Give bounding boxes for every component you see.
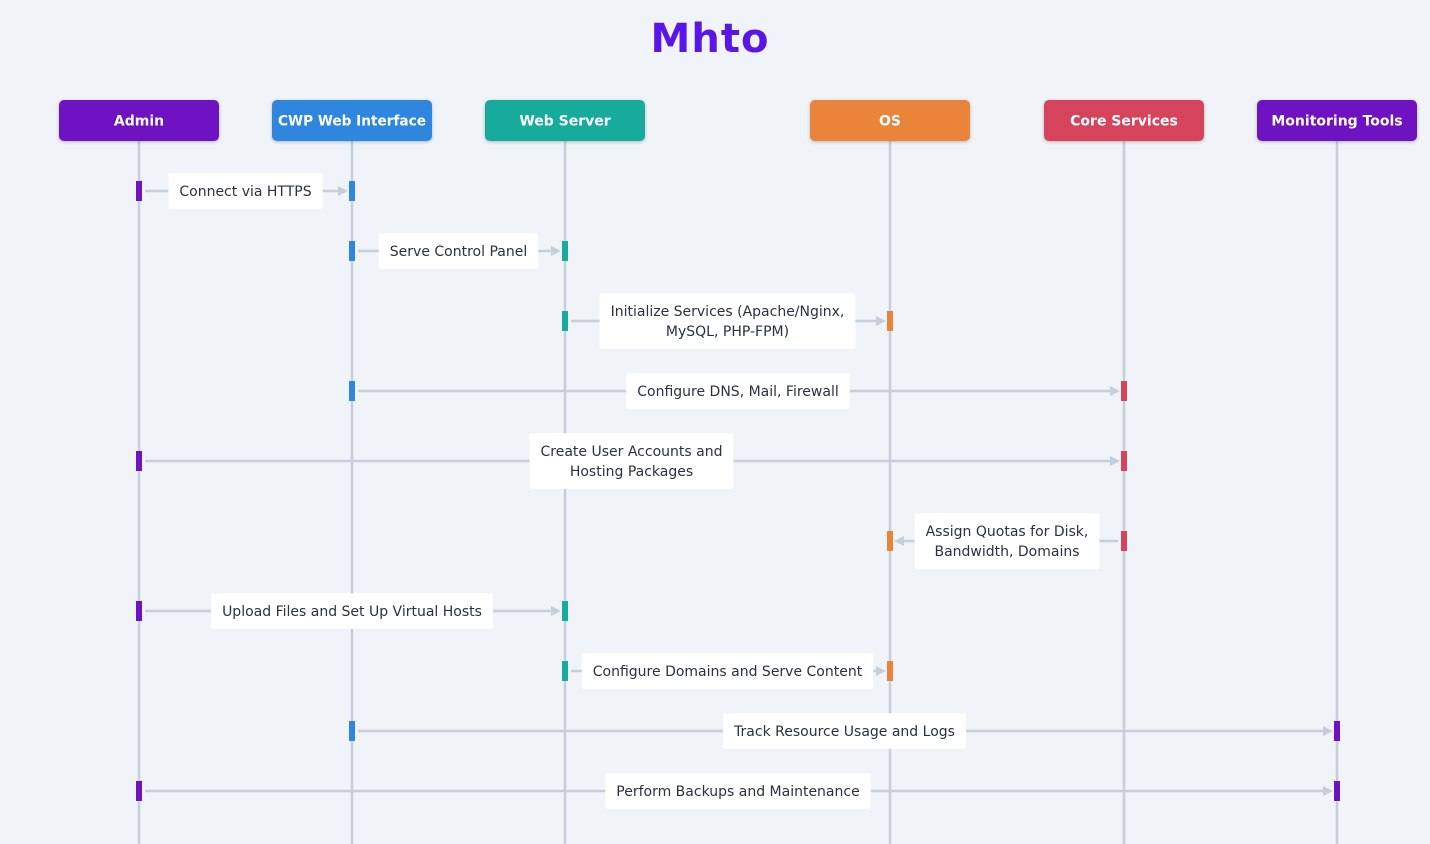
message-text-line: Track Resource Usage and Logs xyxy=(733,724,955,740)
arrowhead-icon xyxy=(1110,386,1120,396)
mhto-logo: Mhto xyxy=(651,16,770,62)
message-label-box xyxy=(529,433,734,489)
activation-admin xyxy=(136,451,142,471)
message-6: Assign Quotas for Disk, Bandwidth, Domain… xyxy=(887,513,1127,569)
activation-core xyxy=(1121,531,1127,551)
message-text-line: Configure Domains and Serve Content xyxy=(593,664,863,680)
activation-admin xyxy=(136,601,142,621)
message-8: Configure Domains and Serve Content xyxy=(562,653,893,689)
actor-web: Web Server xyxy=(485,100,645,141)
actor-box-core xyxy=(1044,100,1204,141)
message-text-line: Initialize Services (Apache/Nginx, xyxy=(611,304,845,320)
message-9: Track Resource Usage and Logs xyxy=(349,713,1340,749)
activation-admin xyxy=(136,181,142,201)
message-2: Serve Control Panel xyxy=(349,233,568,269)
actor-label-mon: Monitoring Tools xyxy=(1271,114,1402,130)
actor-label-admin: Admin xyxy=(114,114,164,130)
actor-mon: Monitoring Tools xyxy=(1257,100,1417,141)
actor-cwp: CWP Web Interface xyxy=(272,100,432,141)
activation-core xyxy=(1121,451,1127,471)
activation-admin xyxy=(136,781,142,801)
actor-label-web: Web Server xyxy=(519,114,610,130)
actor-label-os: OS xyxy=(879,114,901,130)
message-7: Upload Files and Set Up Virtual Hosts xyxy=(136,593,568,629)
activation-cwp xyxy=(349,721,355,741)
message-label-box xyxy=(605,773,871,809)
activation-mon xyxy=(1334,721,1340,741)
actor-admin: Admin xyxy=(59,100,219,141)
message-label: Configure DNS, Mail, Firewall xyxy=(637,384,838,400)
arrowhead-icon xyxy=(876,666,886,676)
activation-os xyxy=(887,531,893,551)
actor-os: OS xyxy=(810,100,970,141)
actor-label-cwp: CWP Web Interface xyxy=(278,114,426,130)
activation-cwp xyxy=(349,381,355,401)
message-1: Connect via HTTPS xyxy=(136,173,355,209)
arrowhead-icon xyxy=(894,536,904,546)
message-3: Initialize Services (Apache/Nginx, MySQL,… xyxy=(562,293,893,349)
message-text-line: Hosting Packages xyxy=(570,464,693,480)
message-10: Perform Backups and Maintenance xyxy=(136,773,1340,809)
arrowhead-icon xyxy=(338,186,348,196)
activation-web xyxy=(562,601,568,621)
activation-os xyxy=(887,311,893,331)
arrowhead-icon xyxy=(876,316,886,326)
activation-os xyxy=(887,661,893,681)
arrowhead-icon xyxy=(551,246,561,256)
message-label-box xyxy=(626,373,850,409)
message-4: Configure DNS, Mail, Firewall xyxy=(349,373,1127,409)
message-text-line: Serve Control Panel xyxy=(390,244,527,260)
actor-box-cwp xyxy=(272,100,432,141)
actor-label-core: Core Services xyxy=(1070,114,1178,130)
activation-web xyxy=(562,241,568,261)
message-label-box xyxy=(378,233,539,269)
actor-box-os xyxy=(810,100,970,141)
activation-cwp xyxy=(349,241,355,261)
message-text-line: Create User Accounts and xyxy=(541,444,723,460)
arrowhead-icon xyxy=(1323,786,1333,796)
message-label: Assign Quotas for Disk, Bandwidth, Domain… xyxy=(926,524,1089,560)
message-label: Track Resource Usage and Logs xyxy=(733,724,955,740)
message-text-line: Bandwidth, Domains xyxy=(934,544,1079,560)
activation-mon xyxy=(1334,781,1340,801)
arrowhead-icon xyxy=(1110,456,1120,466)
actor-headers: Admin CWP Web Interface Web Server OS Core S… xyxy=(59,100,1417,141)
message-label: Connect via HTTPS xyxy=(179,184,311,200)
logo-text: Mhto xyxy=(651,16,770,62)
message-label: Perform Backups and Maintenance xyxy=(616,784,859,800)
message-label-box xyxy=(581,653,874,689)
message-label: Configure Domains and Serve Content xyxy=(593,664,863,680)
message-text-line: Connect via HTTPS xyxy=(179,184,311,200)
message-label: Serve Control Panel xyxy=(390,244,527,260)
message-label: Upload Files and Set Up Virtual Hosts xyxy=(222,604,482,620)
actor-box-admin xyxy=(59,100,219,141)
message-label-box xyxy=(168,173,323,209)
message-label: Initialize Services (Apache/Nginx, MySQL,… xyxy=(611,304,845,340)
activation-cwp xyxy=(349,181,355,201)
actor-core: Core Services xyxy=(1044,100,1204,141)
message-label-box xyxy=(914,513,1100,569)
message-text-line: Configure DNS, Mail, Firewall xyxy=(637,384,838,400)
arrowhead-icon xyxy=(551,606,561,616)
activation-core xyxy=(1121,381,1127,401)
actor-box-web xyxy=(485,100,645,141)
messages: Connect via HTTPS Serve Control PanelInit… xyxy=(136,173,1340,809)
actor-box-mon xyxy=(1257,100,1417,141)
message-label-box xyxy=(599,293,856,349)
arrowhead-icon xyxy=(1323,726,1333,736)
message-label-box xyxy=(211,593,493,629)
activation-web xyxy=(562,311,568,331)
message-text-line: MySQL, PHP-FPM) xyxy=(666,324,789,340)
message-label-box xyxy=(723,713,966,749)
message-text-line: Perform Backups and Maintenance xyxy=(616,784,859,800)
activation-web xyxy=(562,661,568,681)
message-text-line: Assign Quotas for Disk, xyxy=(926,524,1089,540)
message-text-line: Upload Files and Set Up Virtual Hosts xyxy=(222,604,482,620)
